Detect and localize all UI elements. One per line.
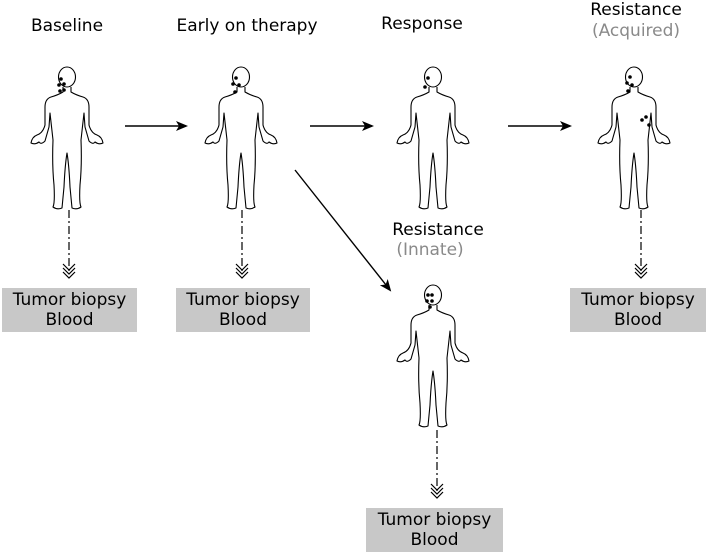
stage-subtitle-acquired: (Acquired) [591, 21, 681, 41]
sample-line-biopsy: Tumor biopsy [12, 290, 127, 310]
sample-line-biopsy: Tumor biopsy [186, 290, 300, 310]
sample-box-acquired: Tumor biopsy Blood [570, 288, 706, 332]
dashed-arrow-acquired [634, 210, 648, 279]
stage-title-baseline: Baseline [30, 16, 104, 36]
figure-acquired [597, 66, 671, 210]
arrow-early-to-innate [294, 169, 392, 292]
figure-response [396, 66, 470, 210]
sample-line-blood: Blood [45, 310, 94, 330]
dashed-arrow-early [235, 210, 249, 279]
sample-box-innate: Tumor biopsy Blood [366, 508, 503, 552]
tumor-dot [59, 77, 63, 81]
sample-line-blood: Blood [410, 530, 459, 550]
sample-line-biopsy: Tumor biopsy [581, 290, 695, 310]
dashed-arrow-baseline [62, 210, 76, 279]
sample-line-blood: Blood [219, 310, 267, 330]
stage-title-response: Response [381, 14, 463, 34]
figure-baseline [30, 66, 104, 210]
sample-box-baseline: Tumor biopsy Blood [2, 288, 137, 332]
figure-innate [396, 284, 470, 428]
stage-title-acquired: Resistance [590, 0, 682, 20]
dashed-arrow-innate [430, 430, 444, 499]
sample-line-biopsy: Tumor biopsy [377, 510, 492, 530]
stage-title-innate: Resistance [392, 220, 484, 240]
stage-title-early: Early on therapy [176, 16, 318, 36]
sample-box-early: Tumor biopsy Blood [176, 288, 310, 332]
figure-early [204, 66, 278, 210]
stage-subtitle-innate: (Innate) [396, 240, 464, 260]
sample-line-blood: Blood [614, 310, 662, 330]
